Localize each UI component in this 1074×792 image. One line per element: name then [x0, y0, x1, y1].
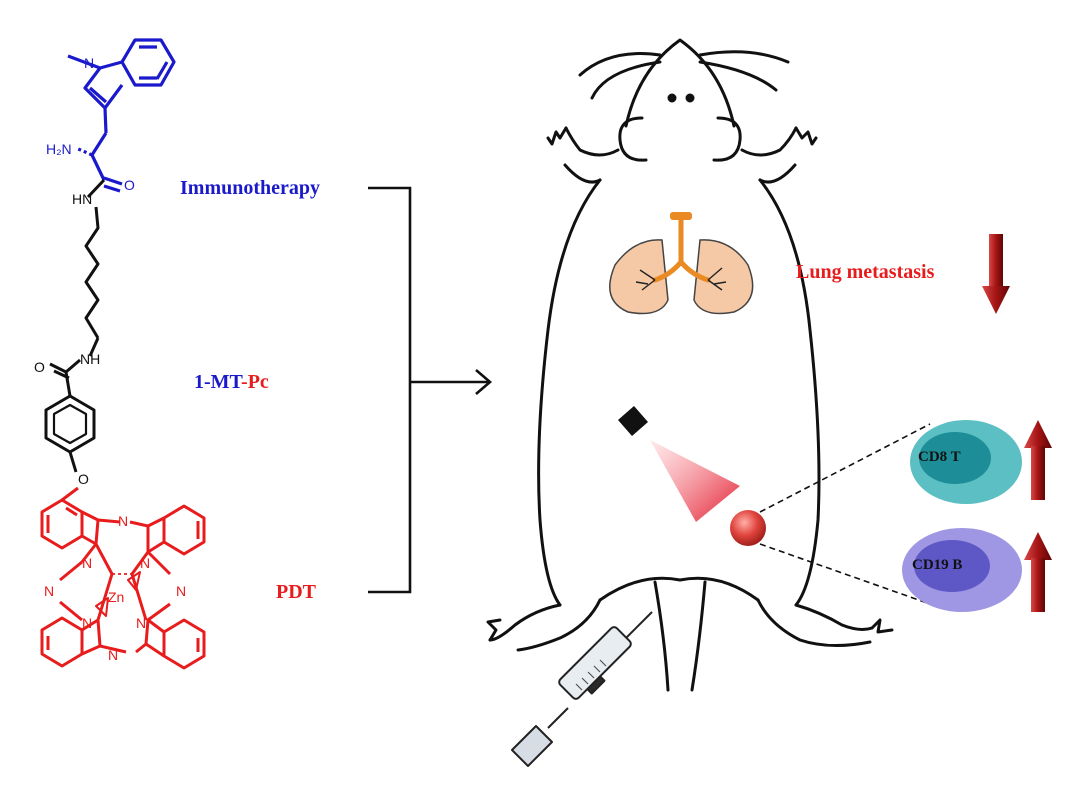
pdt-label: PDT	[276, 581, 316, 603]
lungs-icon	[609, 212, 754, 315]
connector-bracket	[368, 186, 492, 594]
arrow-up-icon	[1024, 420, 1052, 500]
chem-atom-n-methyl: N	[84, 55, 95, 71]
cd8-t-label: CD8 T	[918, 449, 961, 465]
syringe-icon	[511, 611, 653, 767]
conjugate-dash: -	[241, 371, 248, 393]
chem-atom-n: N	[140, 555, 151, 571]
hexyl-linker	[44, 178, 106, 473]
1-mt-moiety	[67, 38, 176, 181]
lung-metastasis-label: Lung metastasis	[796, 261, 935, 283]
chem-atom-n: N	[108, 647, 119, 663]
laser-beam	[650, 440, 740, 522]
chem-atom-n: N	[82, 615, 93, 631]
cd8-t-cell	[910, 420, 1022, 504]
chem-atom-n: N	[176, 583, 187, 599]
chem-atom-n: N	[82, 555, 93, 571]
arrow-down-icon	[982, 234, 1010, 314]
chem-atom-zn: Zn	[108, 589, 125, 605]
zinc-phthalocyanine	[40, 486, 206, 670]
arrow-up-icon	[1024, 532, 1052, 612]
chem-atom-n: N	[136, 615, 147, 631]
chem-atom-hn: HN	[72, 191, 93, 207]
amide-carbonyl-1	[103, 176, 123, 193]
mouse-outline	[486, 38, 894, 692]
chem-atom-o-amide: O	[34, 359, 45, 375]
chem-atom-o-ether: O	[78, 471, 89, 487]
conjugate-name-label: 1-MT-Pc	[194, 372, 269, 392]
chem-atom-o-amide: O	[124, 177, 135, 193]
chem-atom-n: N	[44, 583, 55, 599]
cd19-b-cell	[902, 528, 1022, 612]
chem-atom-h2n: H₂N	[46, 141, 72, 157]
chem-atom-n: N	[118, 513, 129, 529]
laser-emitter-icon	[618, 406, 648, 436]
conjugate-1mt-part: 1-MT	[194, 371, 242, 393]
chem-atom-nh: NH	[80, 351, 101, 367]
tumor-sphere	[730, 510, 766, 546]
zoom-lines	[759, 423, 931, 605]
cd19-b-label: CD19 B	[912, 557, 963, 573]
conjugate-pc-part: Pc	[247, 371, 269, 393]
immunotherapy-label: Immunotherapy	[180, 177, 321, 199]
